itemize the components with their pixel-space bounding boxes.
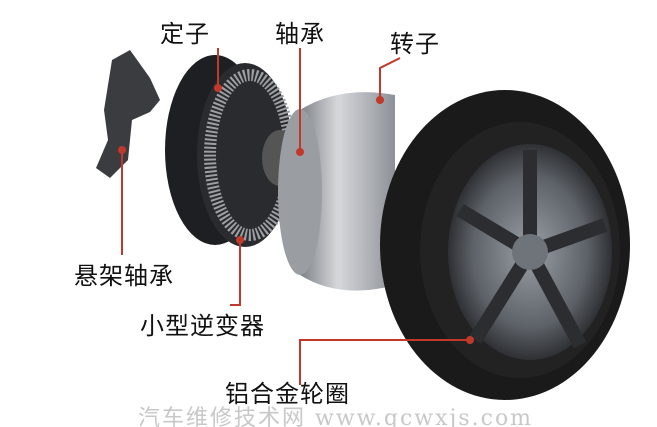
- label-inverter: 小型逆变器: [140, 312, 265, 340]
- label-bearing: 轴承: [275, 20, 325, 48]
- label-rotor: 转子: [390, 30, 440, 58]
- rotor-drum: [300, 92, 395, 291]
- label-suspension-bearing: 悬架轴承: [74, 262, 174, 290]
- suspension-bracket: [96, 50, 160, 178]
- watermark: 汽车维修技术网 www.qcwxjs.com: [138, 406, 534, 427]
- label-alloy-rim: 铝合金轮圈: [225, 380, 350, 408]
- label-stator: 定子: [160, 20, 210, 48]
